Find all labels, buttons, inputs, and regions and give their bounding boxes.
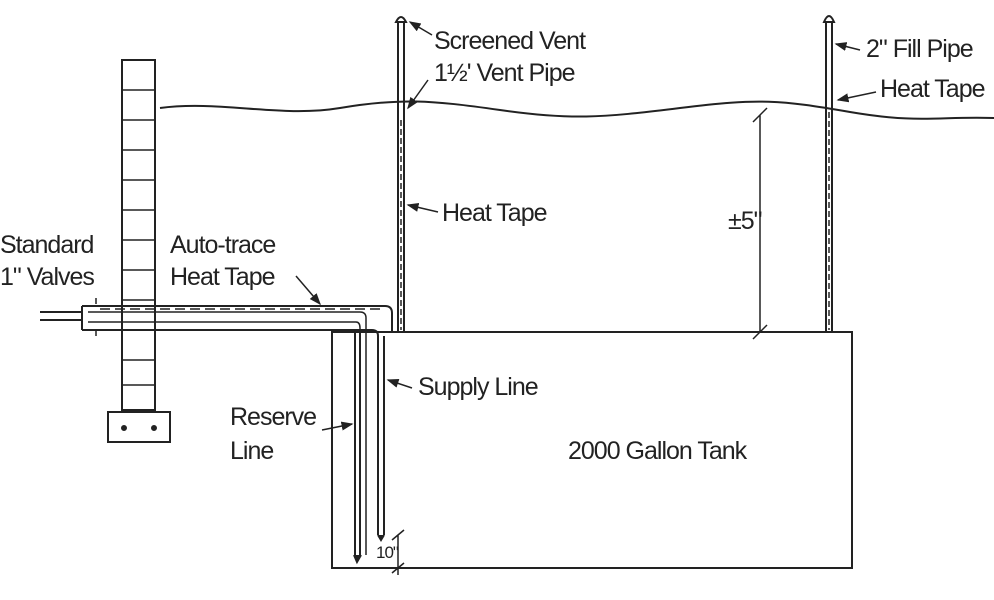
ground-line <box>159 100 994 120</box>
label-clearance: 10" <box>376 543 399 562</box>
label-heat-tape-vent: Heat Tape <box>442 199 548 227</box>
label-autotrace-heat-tape: Heat Tape <box>170 263 276 291</box>
label-screened-vent: Screened Vent <box>434 27 586 55</box>
label-fill-pipe: 2" Fill Pipe <box>866 35 974 63</box>
label-supply-line: Supply Line <box>418 373 539 401</box>
label-heat-tape-fill: Heat Tape <box>880 75 986 103</box>
vent-pipe <box>394 16 408 332</box>
label-valves: 1" Valves <box>0 263 95 291</box>
label-tank: 2000 Gallon Tank <box>568 437 747 465</box>
leader-arrows <box>95 21 877 431</box>
label-vent-pipe: 1½' Vent Pipe <box>434 59 576 87</box>
post-base <box>107 411 171 443</box>
label-reserve-line: Line <box>230 437 274 465</box>
label-reserve: Reserve <box>230 403 317 431</box>
support-post <box>107 59 171 443</box>
horizontal-pipes <box>40 305 393 555</box>
label-depth: ±5" <box>728 207 762 235</box>
clearance-dimension <box>391 529 405 575</box>
label-standard: Standard <box>0 231 94 259</box>
label-autotrace: Auto-trace <box>170 231 276 259</box>
depth-dimension <box>752 107 768 340</box>
tank <box>331 331 853 569</box>
reserve-line-pipe <box>354 332 361 555</box>
fill-pipe <box>822 15 836 332</box>
